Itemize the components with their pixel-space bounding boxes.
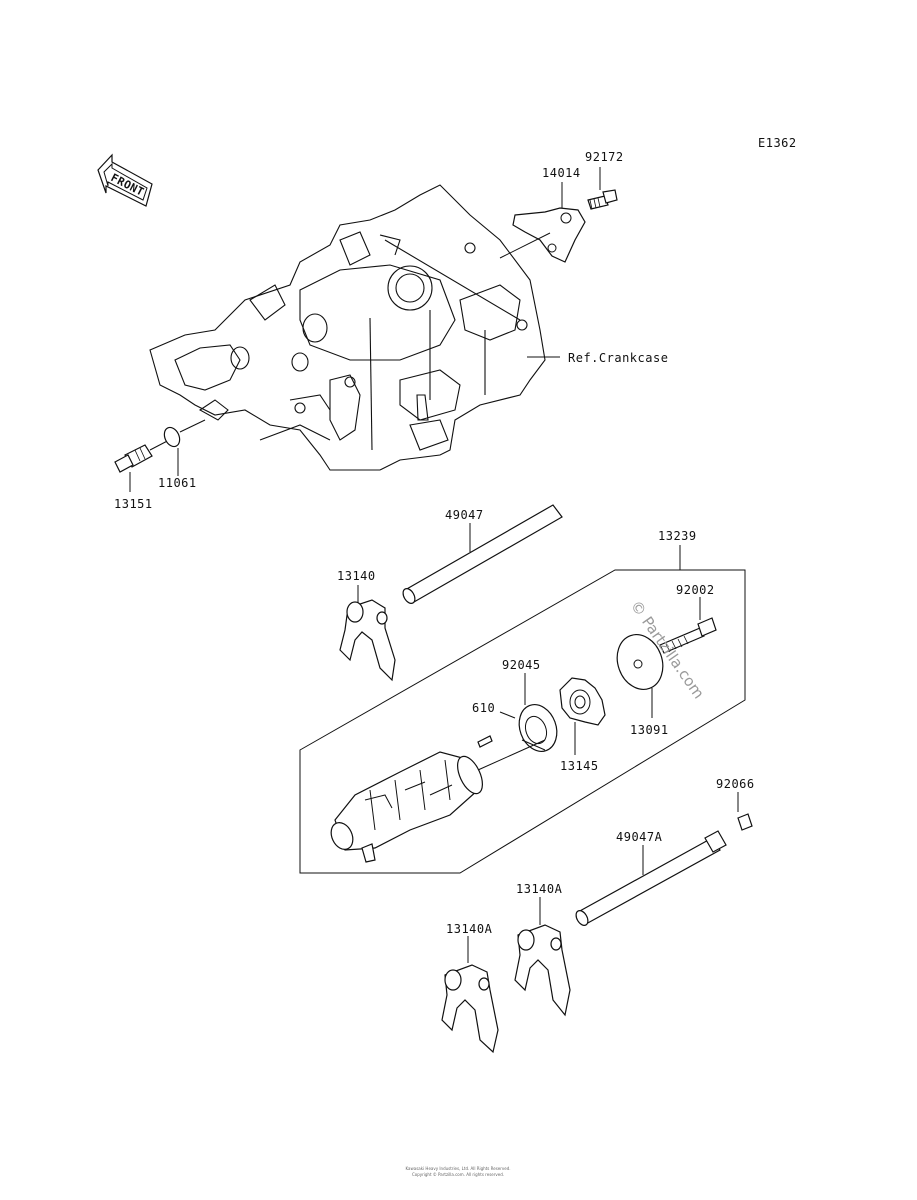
part-92172-bolt — [587, 189, 618, 210]
part-13145-cam — [559, 677, 606, 726]
part-label-610: 610 — [472, 701, 495, 715]
part-label-14014: 14014 — [542, 166, 581, 180]
part-label-13091: 13091 — [630, 723, 669, 737]
crankcase-drawing — [149, 184, 546, 471]
part-label-13140: 13140 — [337, 569, 376, 583]
part-label-92172: 92172 — [585, 150, 624, 164]
front-arrow-icon: FRONT — [97, 153, 153, 207]
part-13140a-fork-upper — [514, 924, 571, 1017]
leader-11061-dash — [179, 419, 206, 433]
part-49047a-shaft — [575, 830, 727, 926]
part-label-13239: 13239 — [658, 529, 697, 543]
leader-610 — [499, 711, 516, 719]
leader-14014-dash — [499, 232, 551, 259]
part-92045-bearing — [518, 704, 558, 752]
ref-crankcase-label: Ref.Crankcase — [568, 351, 668, 365]
drum-axis-line — [477, 739, 546, 771]
part-label-49047: 49047 — [445, 508, 484, 522]
part-92002-bolt — [659, 617, 717, 654]
footer-line-2: Copyright © Partzilla.com. All rights re… — [412, 1172, 504, 1177]
part-92066-cap — [737, 813, 753, 831]
shift-drum-drawing — [330, 751, 483, 863]
part-49047-shaft — [402, 504, 563, 604]
assembly-13239-box — [299, 569, 746, 874]
part-label-92066: 92066 — [716, 777, 755, 791]
part-label-11061: 11061 — [158, 476, 197, 490]
part-label-13145: 13145 — [560, 759, 599, 773]
part-13091-plate — [616, 634, 664, 690]
part-13140-fork — [339, 599, 396, 682]
part-11061-washer — [163, 426, 181, 448]
part-label-13140a-lower: 13140A — [446, 922, 493, 936]
part-13151-switch — [114, 436, 176, 473]
part-610-pin — [477, 735, 493, 748]
part-label-13151: 13151 — [114, 497, 153, 511]
part-label-49047a: 49047A — [616, 830, 663, 844]
part-label-92002: 92002 — [676, 583, 715, 597]
footer-line-1: Kawasaki Heavy Industries, Ltd. All Righ… — [405, 1166, 510, 1171]
part-label-92045: 92045 — [502, 658, 541, 672]
part-label-13140a-upper: 13140A — [516, 882, 563, 896]
part-13140a-fork-lower — [441, 964, 499, 1054]
part-14014-bracket — [512, 207, 586, 263]
diagram-code: E1362 — [758, 136, 797, 150]
